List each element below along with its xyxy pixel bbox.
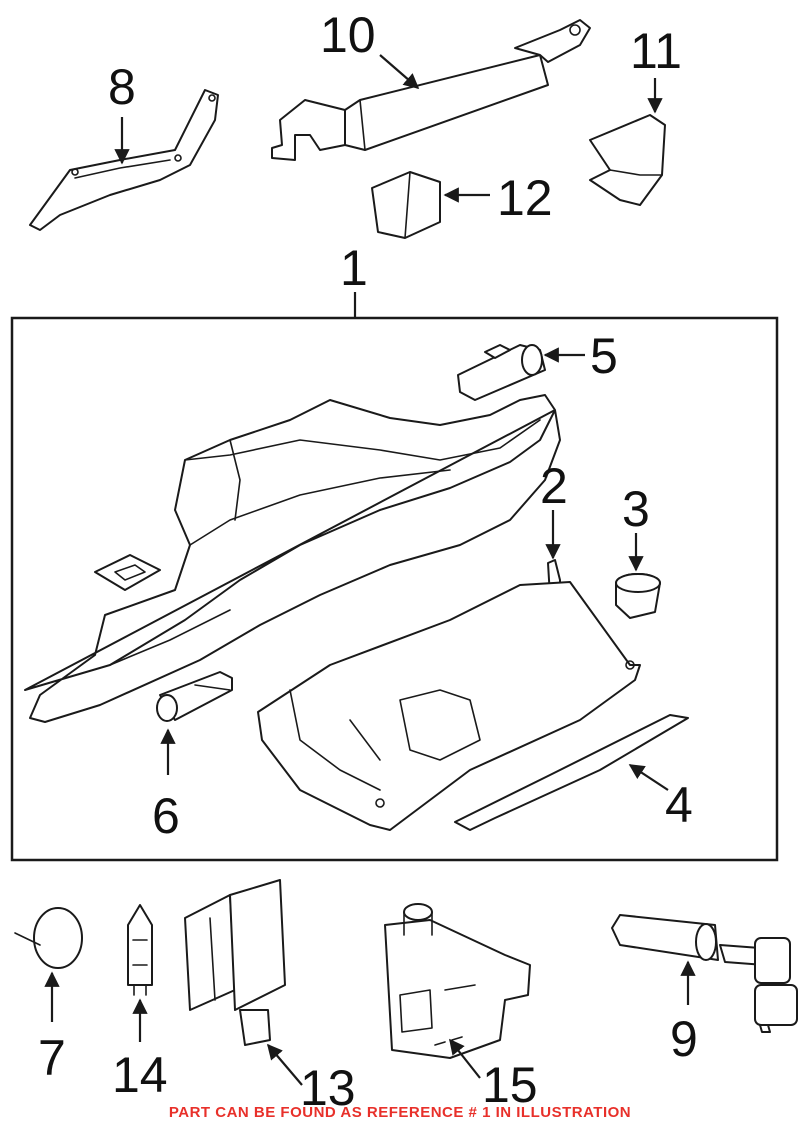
callout-6: 6 [152, 788, 180, 844]
part-9-lock-and-keys[interactable] [611, 914, 798, 1033]
part-6-retainer[interactable] [156, 671, 233, 722]
callout-8: 8 [108, 59, 136, 115]
part-3-bumper[interactable] [615, 573, 661, 619]
callout-13-arrow [267, 1043, 303, 1086]
callout-12: 12 [497, 170, 553, 226]
part-4-seal[interactable] [454, 714, 689, 831]
callout-15-arrow [449, 1038, 481, 1079]
callout-13: 13 [300, 1060, 356, 1116]
callout-10-arrow [379, 54, 420, 90]
glovebox-door[interactable] [257, 581, 641, 831]
callout-14: 14 [112, 1047, 168, 1103]
callout-4: 4 [665, 777, 693, 833]
callout-11: 11 [630, 23, 682, 79]
housing-tab [94, 554, 161, 591]
callout-10: 10 [320, 7, 376, 63]
callout-4-arrow [628, 764, 669, 791]
callout-5: 5 [590, 328, 618, 384]
part-15-switch-housing[interactable] [384, 903, 531, 1059]
callout-2: 2 [540, 458, 568, 514]
part-14-bulb[interactable] [127, 904, 153, 996]
part-13-socket[interactable] [184, 879, 286, 1046]
part-11-clip[interactable] [589, 114, 666, 206]
part-12-cap[interactable] [371, 171, 441, 239]
part-7-plug[interactable] [14, 907, 83, 969]
reference-note: PART CAN BE FOUND AS REFERENCE # 1 IN IL… [168, 1104, 632, 1121]
part-10-damper[interactable] [271, 19, 591, 161]
part-1-housing[interactable] [24, 394, 561, 723]
part-5-switch[interactable] [457, 344, 546, 401]
callout-1: 1 [340, 240, 368, 296]
callout-9: 9 [670, 1011, 698, 1067]
assembly-1-frame [10, 316, 779, 862]
callout-3: 3 [622, 481, 650, 537]
callout-15: 15 [482, 1057, 538, 1113]
callout-7: 7 [38, 1030, 66, 1086]
